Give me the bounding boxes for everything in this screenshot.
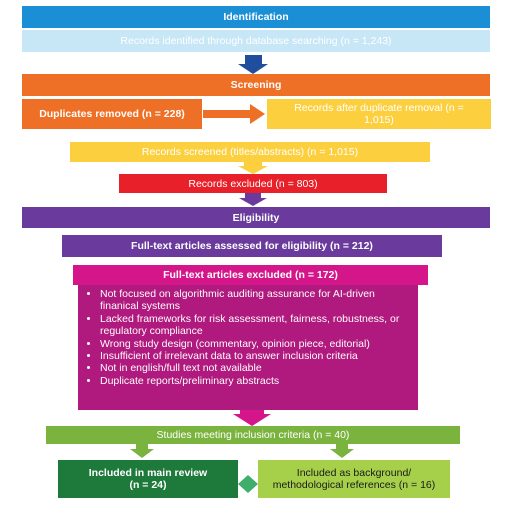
exclusion-reason: Insufficient of irrelevant data to answe…: [100, 350, 412, 362]
down-arrow-5-left: [130, 443, 154, 458]
eligibility-header: Eligibility: [22, 207, 490, 228]
main-review-line2: (n = 24): [129, 479, 167, 491]
exclusion-reason: Not focused on algorithmic auditing assu…: [100, 288, 412, 313]
screening-header: Screening: [22, 74, 490, 96]
diamond-connector: [238, 475, 258, 493]
background-line1: Included as background/: [296, 467, 412, 479]
exclusion-reason: Duplicate reports/preliminary abstracts: [100, 375, 412, 387]
records-excluded-box: Records excluded (n = 803): [119, 174, 387, 193]
down-arrow-1: [238, 55, 268, 74]
down-arrow-3: [239, 193, 267, 206]
down-arrow-4: [233, 410, 271, 426]
right-arrow-duplicates: [203, 104, 265, 124]
down-arrow-2: [238, 162, 268, 174]
exclusion-reasons-box: Not focused on algorithmic auditing assu…: [78, 285, 418, 410]
exclusion-reasons-list: Not focused on algorithmic auditing assu…: [88, 288, 412, 387]
main-review-box: Included in main review (n = 24): [58, 460, 238, 498]
exclusion-reason: Lacked frameworks for risk assessment, f…: [100, 313, 412, 338]
exclusion-reason: Wrong study design (commentary, opinion …: [100, 338, 412, 350]
fulltext-excluded-box: Full-text articles excluded (n = 172): [73, 265, 428, 285]
identification-header: Identification: [22, 6, 490, 28]
main-review-line1: Included in main review: [88, 467, 208, 479]
fulltext-assessed-box: Full-text articles assessed for eligibil…: [62, 235, 442, 257]
records-identified-box: Records identified through database sear…: [22, 30, 490, 52]
duplicates-removed-box: Duplicates removed (n = 228): [22, 99, 202, 129]
down-arrow-5-right: [330, 443, 354, 458]
records-after-duplicates-box: Records after duplicate removal (n = 1,0…: [267, 99, 491, 129]
background-references-box: Included as background/ methodological r…: [258, 460, 450, 498]
records-screened-box: Records screened (titles/abstracts) (n =…: [70, 142, 430, 162]
exclusion-reason: Not in english/full text not available: [100, 362, 412, 374]
background-line2: methodological references (n = 16): [272, 479, 436, 491]
studies-meeting-box: Studies meeting inclusion criteria (n = …: [46, 426, 460, 444]
